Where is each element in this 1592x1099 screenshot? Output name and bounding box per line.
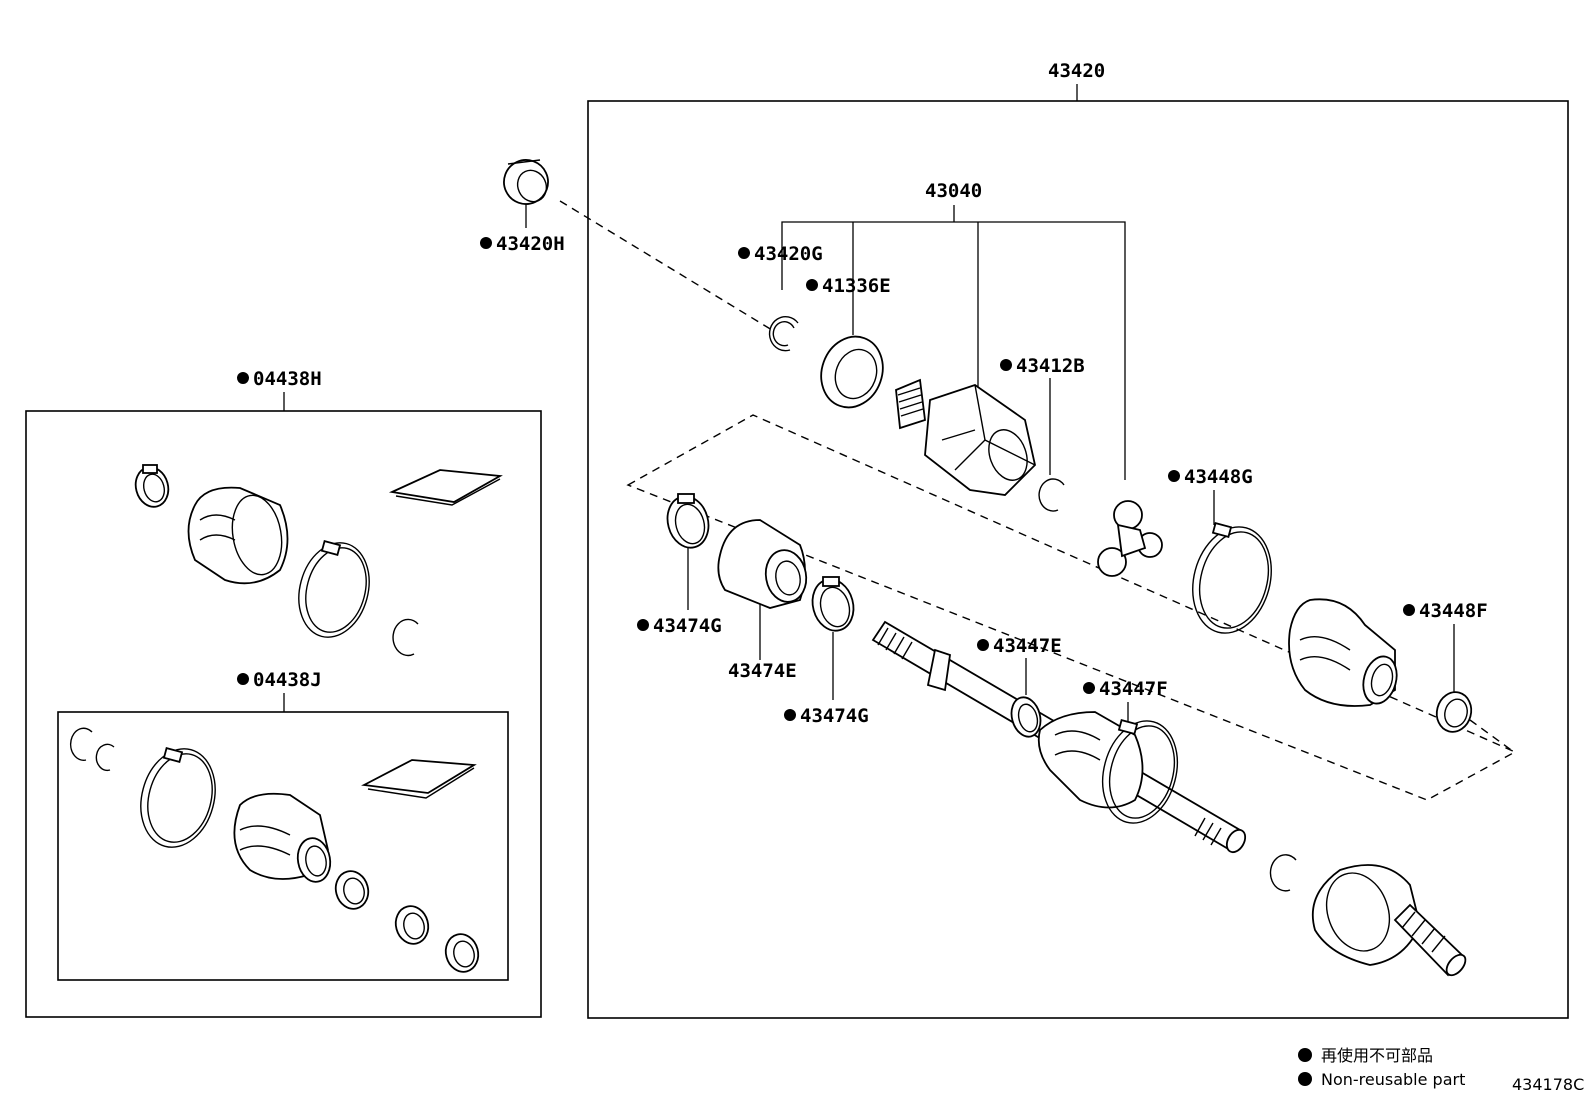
label-43448G: 43448G — [1184, 466, 1253, 488]
kit-J-clamp-3 — [444, 933, 480, 973]
part-43420H-seal — [503, 159, 549, 205]
part-43474E-damper — [717, 519, 808, 609]
part-inboard-joint-housing — [895, 378, 1036, 496]
label-43420H: 43420H — [496, 233, 565, 255]
label-04438H: 04438H — [253, 368, 322, 390]
label-43474E: 43474E — [728, 660, 797, 682]
kit-J-grease-packet — [361, 759, 477, 794]
kit-H-large-clamp — [298, 539, 370, 638]
dashed-leader-43420H — [559, 200, 773, 331]
label-43448F: 43448F — [1419, 600, 1488, 622]
label-43447F: 43447F — [1099, 678, 1168, 700]
part-41336E-oil-seal — [820, 335, 884, 409]
label-43420: 43420 — [1048, 60, 1105, 82]
part-43447F-clamp — [1102, 718, 1178, 824]
part-43447E-clamp — [1010, 696, 1042, 738]
part-outboard-snap-ring — [1269, 854, 1297, 892]
kit-04438H-frame — [25, 410, 542, 1018]
label-43447E: 43447E — [993, 635, 1062, 657]
diagram-code: 434178C — [1512, 1075, 1584, 1094]
kit-J-clamp-1 — [334, 870, 370, 910]
part-43474G-upper-clamp — [666, 493, 710, 549]
kit-J-clamp-2 — [394, 905, 430, 945]
kit-J-snap-ring-2 — [95, 743, 115, 772]
label-43420G: 43420G — [754, 243, 823, 265]
label-41336E: 41336E — [822, 275, 891, 297]
assembly-43420-frame — [587, 100, 1569, 1019]
part-inboard-boot — [1288, 598, 1398, 707]
kit-H-grease-packet — [388, 469, 503, 503]
kit-H-boot — [187, 486, 289, 585]
label-43474G-lower: 43474G — [800, 705, 869, 727]
part-tripod-joint — [1097, 500, 1163, 577]
part-outboard-joint — [1311, 864, 1467, 977]
kit-J-boot — [233, 792, 332, 883]
kit-H-small-clamp — [134, 464, 170, 508]
kit-J-snap-ring-1 — [69, 727, 93, 761]
label-04438J: 04438J — [253, 669, 322, 691]
part-43412B-snap-ring — [1038, 478, 1065, 512]
label-43040: 43040 — [925, 180, 982, 202]
part-43420G-snap-ring — [768, 316, 799, 352]
legend-japanese: 再使用不可部品 — [1321, 1046, 1433, 1065]
dashed-leader-43448F — [1469, 719, 1515, 753]
part-43474G-lower-clamp — [811, 576, 855, 632]
part-outboard-boot — [1037, 711, 1144, 809]
legend-english: Non-reusable part — [1321, 1070, 1465, 1089]
label-43412B: 43412B — [1016, 355, 1085, 377]
kit-J-large-clamp — [140, 746, 216, 848]
label-43474G-upper: 43474G — [653, 615, 722, 637]
kit-04438J-frame — [57, 711, 509, 981]
part-43448F-clamp — [1435, 691, 1473, 733]
boot-kit-dashed-frame — [626, 414, 1517, 801]
kit-H-snap-ring — [392, 618, 419, 657]
part-43448G-boot-clamp — [1192, 521, 1272, 634]
